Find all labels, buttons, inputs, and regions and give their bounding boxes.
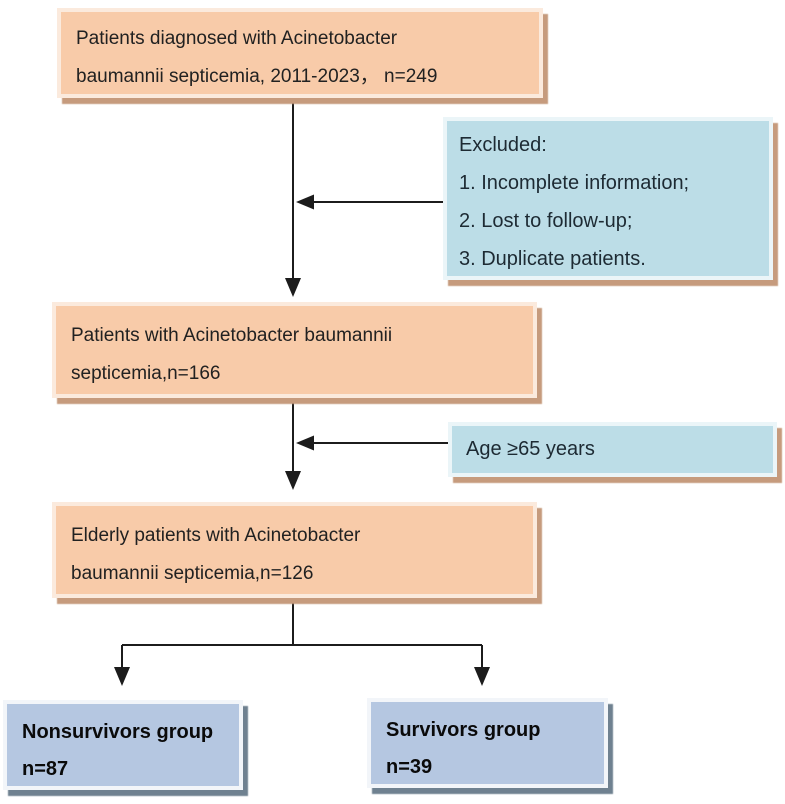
box-diagnosed-line1: Patients diagnosed with Acinetobacter	[76, 28, 398, 49]
box-elderly-line2: baumannii septicemia,n=126	[71, 563, 314, 584]
excluded-item-3: 3. Duplicate patients.	[459, 248, 646, 270]
survivors-count: n=39	[386, 756, 433, 778]
arrowhead-down-to-box2	[285, 278, 301, 297]
arrowhead-left-age	[296, 435, 314, 451]
box-age-filter: Age ≥65 years	[448, 422, 777, 477]
box-septicemia-patients: Patients with Acinetobacter baumannii se…	[52, 302, 537, 398]
arrowhead-down-survivors	[474, 667, 490, 686]
excluded-item-1: 1. Incomplete information;	[459, 172, 690, 194]
box-elderly-line1: Elderly patients with Acinetobacter	[71, 525, 361, 546]
box-septicemia-line2: septicemia,n=166	[71, 363, 221, 384]
box-diagnosed-patients: Patients diagnosed with Acinetobacter ba…	[57, 8, 543, 98]
excluded-title: Excluded:	[459, 134, 547, 156]
nonsurvivors-line1: Nonsurvivors group	[22, 721, 214, 743]
box-nonsurvivors-group: Nonsurvivors group n=87	[3, 700, 243, 790]
arrowhead-left-excluded	[296, 194, 314, 210]
box-excluded: Excluded: 1. Incomplete information; 2. …	[443, 117, 773, 280]
age-filter-label: Age ≥65 years	[466, 438, 595, 460]
box-elderly-patients: Elderly patients with Acinetobacter baum…	[52, 502, 537, 598]
excluded-item-2: 2. Lost to follow-up;	[459, 210, 633, 232]
survivors-line1: Survivors group	[386, 719, 541, 741]
arrowhead-down-nonsurvivors	[114, 667, 130, 686]
box-survivors-group: Survivors group n=39	[367, 698, 608, 788]
arrowhead-down-to-box3	[285, 471, 301, 490]
nonsurvivors-count: n=87	[22, 758, 69, 780]
box-diagnosed-line2: baumannii septicemia, 2011-2023， n=249	[76, 66, 438, 87]
box-septicemia-line1: Patients with Acinetobacter baumannii	[71, 325, 393, 346]
